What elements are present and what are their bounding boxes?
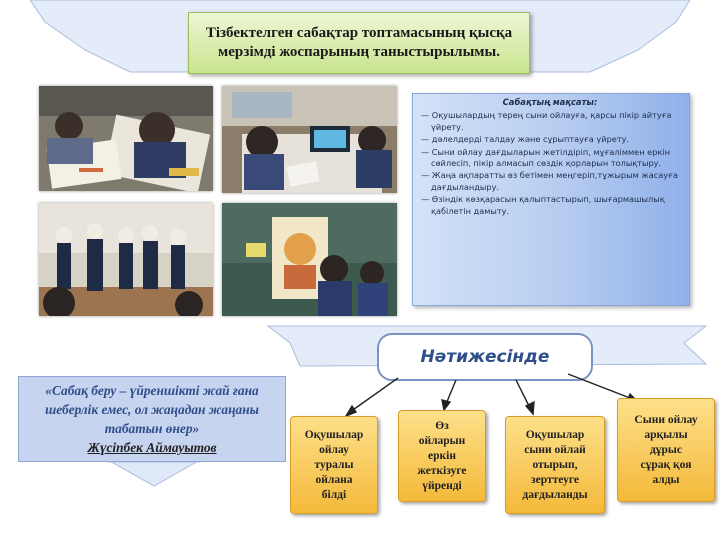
classroom-photo-1 [39,86,213,191]
result-label: Нәтижесінде [420,347,550,367]
result-box-2: Өз ойларын еркін жеткізуге үйренді [398,410,486,502]
classroom-photo-3 [39,203,213,316]
quote-author: Жүсіпбек Аймауытов [87,440,217,455]
goal-item: — дәлелдерді талдау және сұрыптауға үйре… [421,134,630,145]
goal-item: — Жаңа ақпаратты өз бетімен меңгеріп,тұж… [421,170,678,192]
classroom-photo-2 [222,86,397,193]
quote-text: «Сабақ беру – үйреншікті жай ғана шеберл… [45,383,259,436]
result-label-pill [377,333,593,381]
page-title: Тізбектелген сабақтар топтамасының қысқа… [188,12,530,74]
lesson-goals-panel: Сабақтың мақсаты: — Оқушылардың терең сы… [412,93,690,306]
result-box-1: Оқушылар ойлау туралы ойлана білді [290,416,378,514]
goal-item: — Оқушылардың терең сыни ойлауға, қарсы … [421,110,672,132]
classroom-photo-4 [222,203,397,316]
result-box-3: Оқушылар сыни ойлай отырып, зерттеуге да… [505,416,605,514]
goal-item: — Сыни ойлау дағдыларын жетілдіріп, мұға… [421,146,670,169]
quote-box: «Сабақ беру – үйреншікті жай ғана шеберл… [18,376,286,462]
goals-heading: Сабақтың мақсаты: [502,97,598,107]
result-box-4: Сыни ойлау арқылы дұрыс сұрақ қоя алды [617,398,715,502]
goal-item: — Өзіндік көзқарасын қалыптастырып, шыға… [421,194,665,216]
